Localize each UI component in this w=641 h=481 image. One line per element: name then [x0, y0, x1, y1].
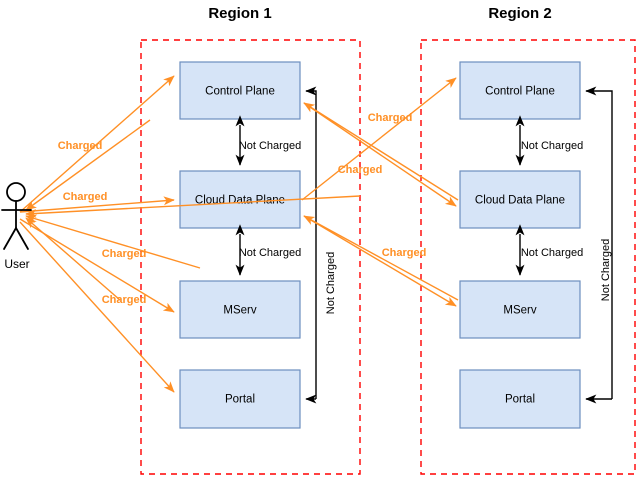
- edge-cloud-data-plane-2-to-control-plane-1: [303, 102, 459, 201]
- region-2-boundary: [420, 39, 636, 475]
- edge-user-to-portal-region-1: [19, 221, 175, 393]
- edge-return-to-user-d: [25, 217, 121, 301]
- node-cloud-data-plane-region-1[interactable]: Cloud Data Plane: [179, 170, 301, 229]
- edge-portal-control-plane-region-1: [305, 86, 317, 399]
- charged-label: Charged: [102, 294, 147, 306]
- charged-label: Charged: [63, 191, 108, 203]
- node-label: Portal: [225, 394, 255, 406]
- node-mserv-region-1[interactable]: MServ: [179, 280, 301, 339]
- region-2-title: Region 2: [488, 5, 551, 22]
- node-control-plane-region-2[interactable]: Control Plane: [459, 61, 581, 120]
- edge-label-not-charged: Not Charged: [521, 140, 583, 152]
- node-label: Control Plane: [205, 86, 275, 98]
- edge-return-to-user-b: [25, 214, 201, 269]
- node-label: Control Plane: [485, 86, 555, 98]
- region-1-title: Region 1: [208, 5, 271, 22]
- node-portal-region-2[interactable]: Portal: [459, 369, 581, 429]
- edge-label-not-charged-vertical: Not Charged: [325, 252, 337, 314]
- edge-return-to-user-a: [25, 195, 361, 218]
- edge-label-not-charged: Not Charged: [239, 140, 301, 152]
- node-mserv-region-2[interactable]: MServ: [459, 280, 581, 339]
- charged-label: Charged: [58, 140, 103, 152]
- node-control-plane-region-1[interactable]: Control Plane: [179, 61, 301, 120]
- edge-user-to-control-plane-region-1: [19, 75, 175, 213]
- edge-user-to-cloud-data-plane-region-1: [19, 196, 175, 213]
- edge-cloud-data-plane-1-to-mserv-2: [303, 215, 457, 307]
- actor-user[interactable]: User: [1, 182, 32, 271]
- edge-cloud-data-plane-1-to-control-plane-2: [301, 77, 457, 201]
- edge-label-not-charged: Not Charged: [239, 247, 301, 259]
- region-1-boundary: [140, 39, 361, 475]
- node-label: MServ: [223, 305, 256, 317]
- actor-leg-left-icon: [3, 227, 17, 250]
- node-cloud-data-plane-region-2[interactable]: Cloud Data Plane: [459, 170, 581, 229]
- edge-label-not-charged-vertical: Not Charged: [600, 239, 612, 301]
- node-label: Cloud Data Plane: [475, 195, 565, 207]
- charged-label: Charged: [338, 164, 383, 176]
- actor-leg-right-icon: [15, 227, 29, 250]
- charged-label: Charged: [102, 248, 147, 260]
- node-portal-region-1[interactable]: Portal: [179, 369, 301, 429]
- node-label: Portal: [505, 394, 535, 406]
- edge-label-not-charged: Not Charged: [521, 247, 583, 259]
- edge-mserv-2-to-cloud-data-plane-1: [303, 215, 459, 301]
- actor-head-icon: [6, 182, 26, 202]
- edge-return-to-user-c: [25, 119, 151, 211]
- charged-label: Charged: [368, 112, 413, 124]
- node-label: MServ: [503, 305, 536, 317]
- charged-label: Charged: [382, 247, 427, 259]
- edge-control-plane-portal-region-2: [585, 86, 613, 399]
- edge-control-plane-1-to-cloud-data-plane-2: [303, 102, 457, 207]
- actor-label: User: [4, 257, 29, 271]
